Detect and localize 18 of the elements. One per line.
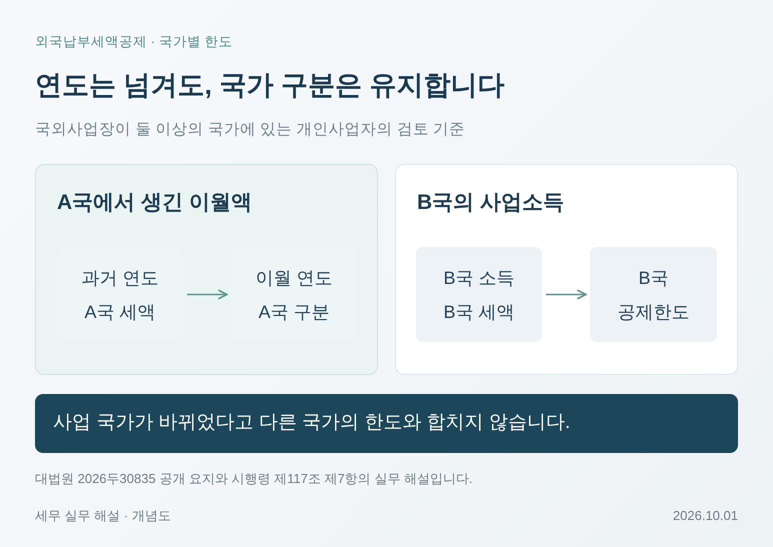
- title-text: 연도는 넘겨도, 국가 구분은 유지합니다: [35, 69, 505, 102]
- group-panel: [395, 164, 738, 375]
- banner-text: 사업 국가가 바뀌었다고 다른 국가의 한도와 합치지 않습니다.: [53, 412, 570, 435]
- arrow: [546, 290, 587, 300]
- step-label: 과거 연도 A국 세액: [80, 266, 160, 324]
- panel-heading: B국의 사업소득: [417, 190, 564, 216]
- step-label: B국 공제한도: [616, 266, 690, 324]
- panel-heading: A국에서 생긴 이월액: [57, 190, 252, 216]
- footer-text: 세무 실무 해설 · 개념도: [35, 508, 171, 524]
- eyebrow-text: 외국납부세액공제 · 국가별 한도: [35, 34, 233, 50]
- note-banner: [35, 394, 738, 453]
- step-label: 이월 연도 A국 구분: [254, 266, 334, 324]
- subtitle-text: 국외사업장이 둘 이상의 국가에 있는 개인사업자의 검토 기준: [35, 121, 466, 140]
- footnote-text: 대법원 2026두30835 공개 요지와 시행령 제117조 제7항의 실무 해설입니다.: [35, 471, 473, 487]
- arrow: [187, 290, 228, 300]
- date-text: 2026.10.01: [672, 508, 738, 524]
- step-label: B국 소득 B국 세액: [442, 266, 516, 324]
- group-panel: [35, 164, 378, 375]
